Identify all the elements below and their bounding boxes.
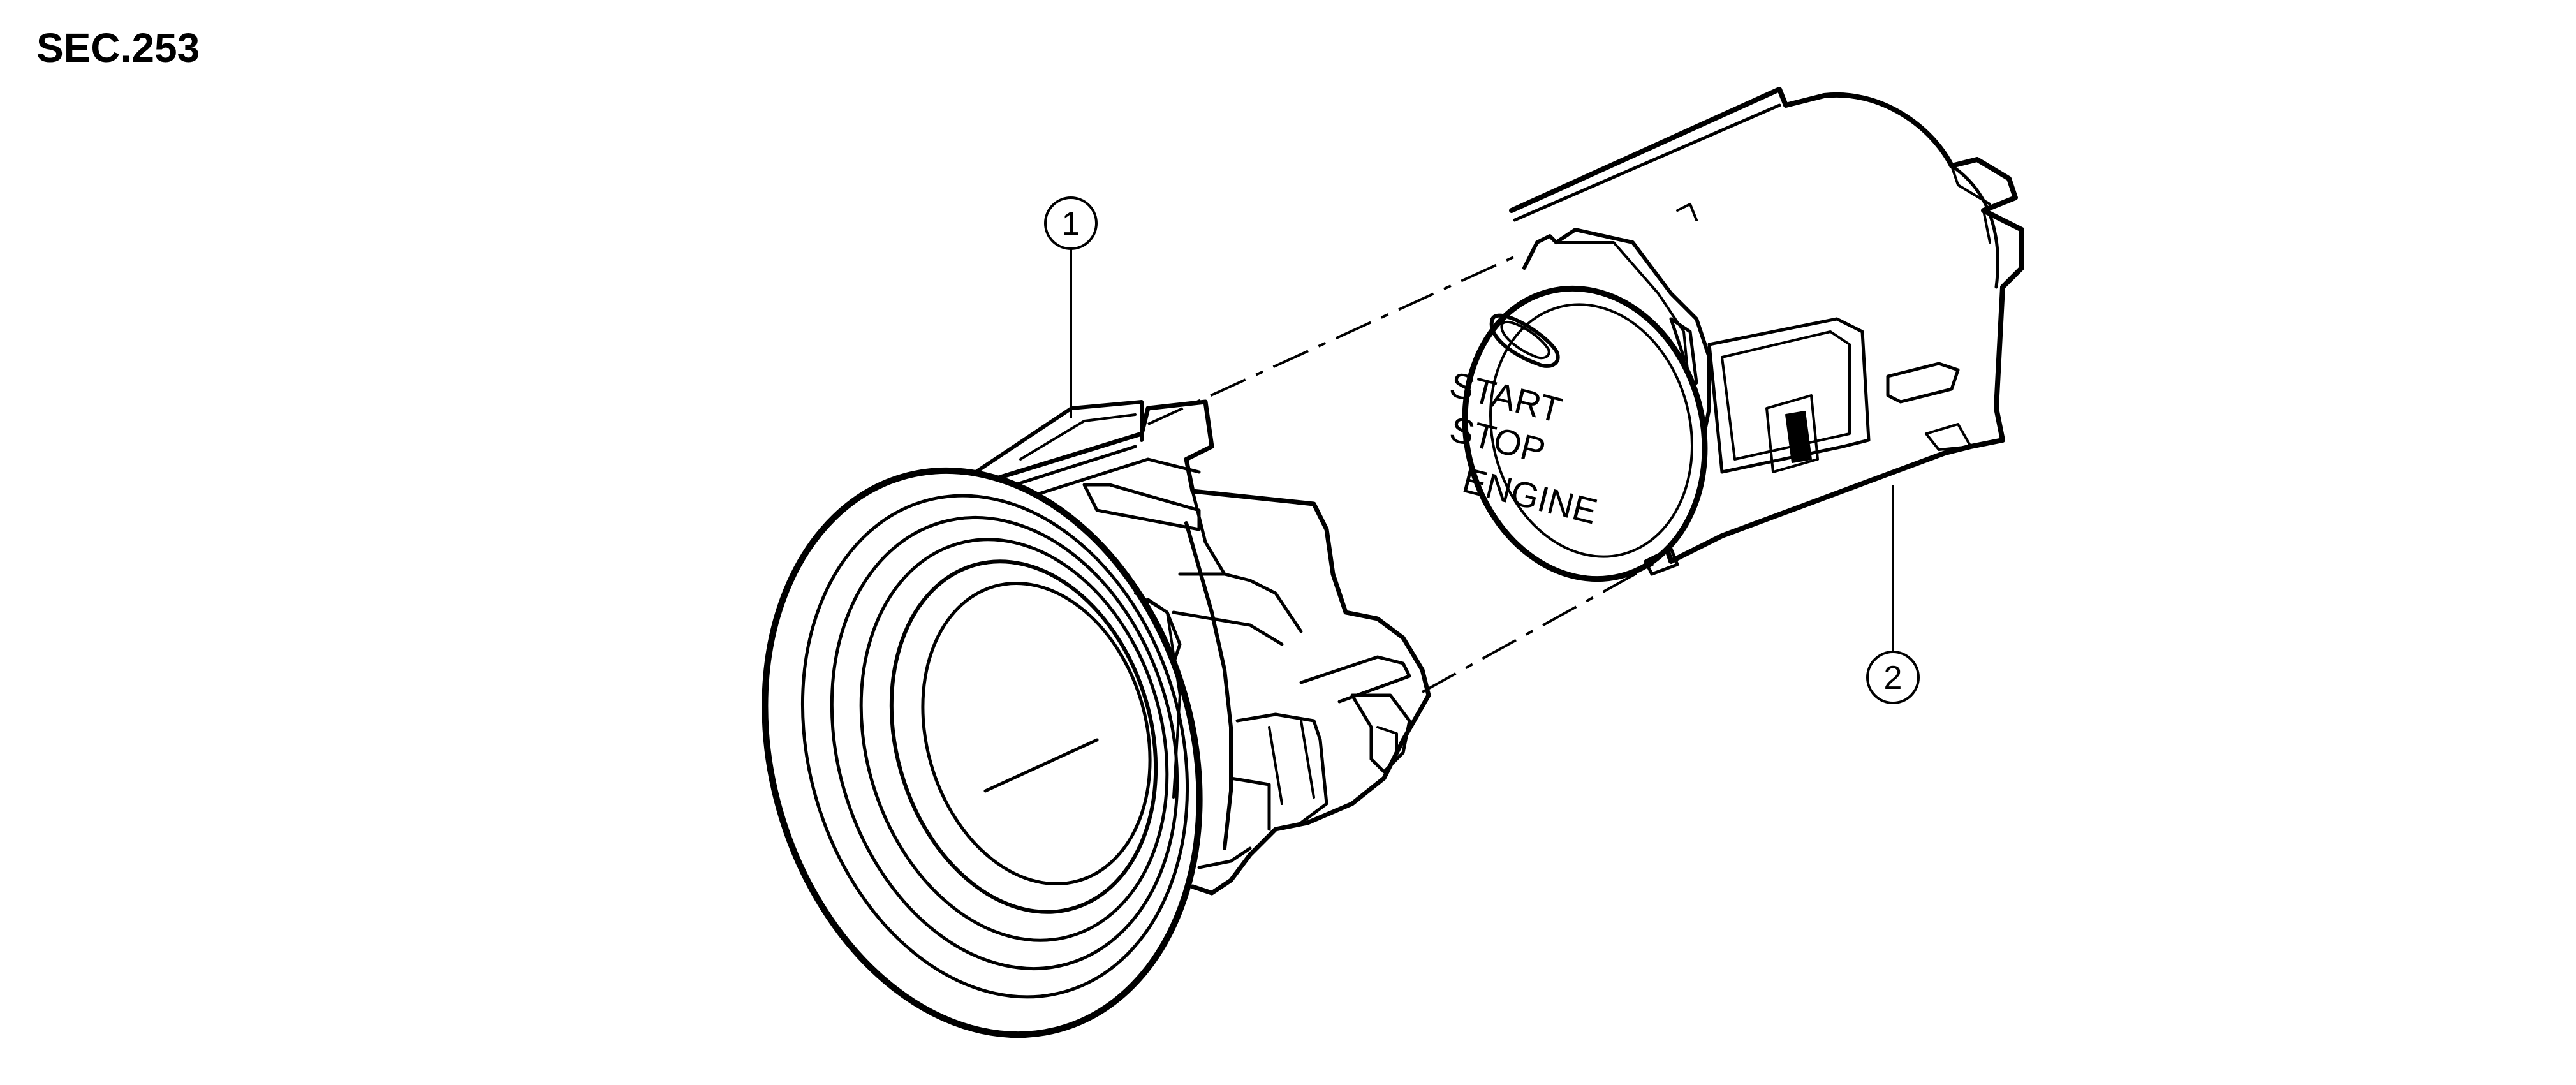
callout-1-number: 1 — [1062, 205, 1080, 242]
alignment-lines — [1147, 254, 1659, 693]
alignment-line-lower — [1422, 560, 1659, 693]
callout-2: 2 — [1866, 485, 1920, 704]
callout-2-circle — [1866, 651, 1920, 704]
bezel-housing-part — [762, 399, 1431, 1038]
callout-1: 1 — [1044, 196, 1098, 418]
section-code: SEC.253 — [36, 25, 200, 71]
push-button-ignition-switch-part — [1462, 87, 2024, 582]
callout-2-number: 2 — [1884, 660, 1903, 697]
callout-1-circle — [1044, 196, 1098, 250]
